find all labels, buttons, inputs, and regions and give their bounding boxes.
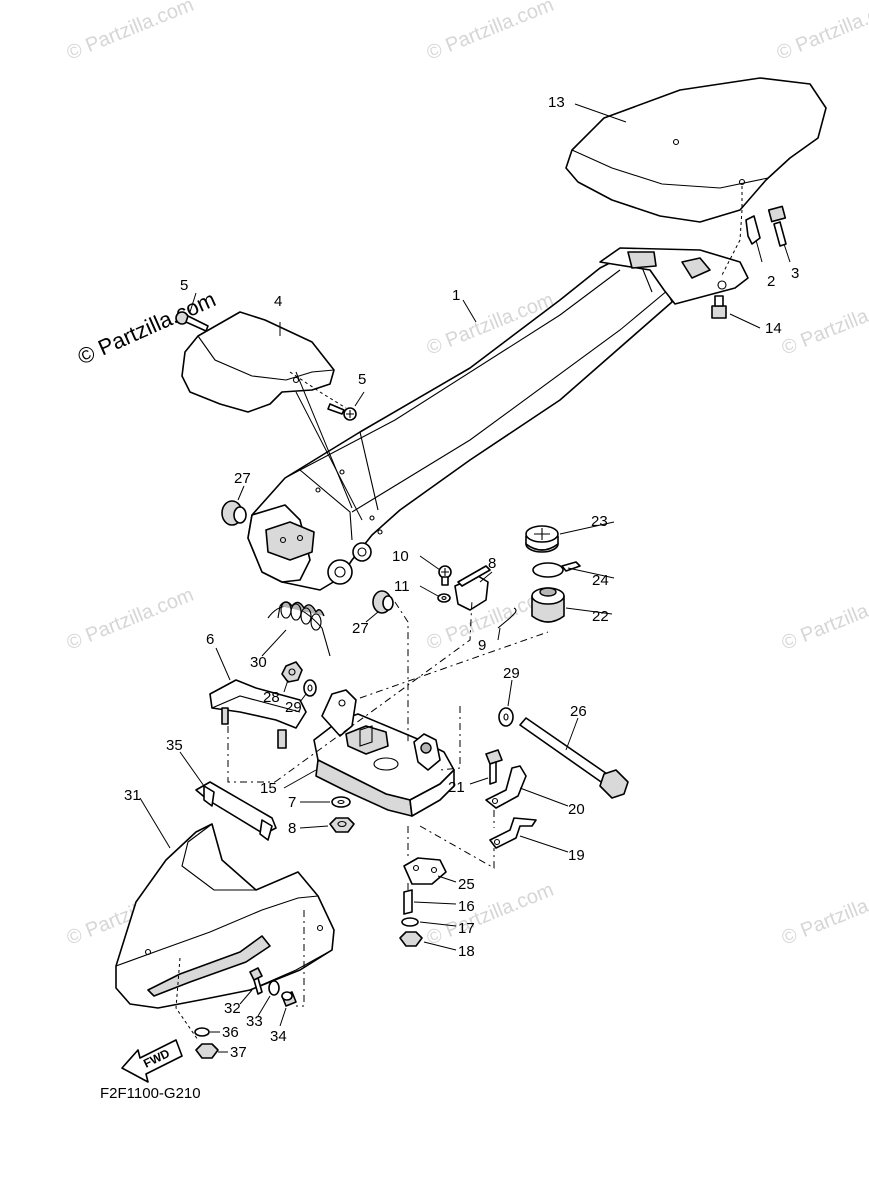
part-32-screw <box>249 967 263 995</box>
part-11-screw <box>438 565 452 586</box>
part-25-plate <box>403 857 447 885</box>
part-35-bracket <box>195 781 277 841</box>
part-16-stud <box>403 889 413 915</box>
callout-32: 32 <box>224 1000 241 1017</box>
part-13-pad <box>565 77 827 276</box>
part-5-screw-left <box>175 311 209 332</box>
callout-13: 13 <box>548 94 565 111</box>
watermark: © Partzilla.com <box>774 0 869 65</box>
watermark: © Partzilla.com <box>424 879 557 950</box>
callout-31: 31 <box>124 787 141 804</box>
part-1-handle-pole <box>247 247 749 591</box>
part-8-nut <box>329 817 355 833</box>
callout-8: 8 <box>288 820 296 837</box>
callout-23: 23 <box>591 513 608 530</box>
part-34-collar <box>281 991 297 1007</box>
callout-17: 17 <box>458 920 475 937</box>
callout-2: 2 <box>767 273 775 290</box>
callout-15: 15 <box>260 780 277 797</box>
watermark: © Partzilla.com <box>64 584 197 655</box>
callout-11: 10 <box>392 548 409 565</box>
callout-20: 20 <box>568 801 585 818</box>
drawing-code: F2F1100-G210 <box>100 1085 201 1102</box>
callouts: 13 2 3 14 1 4 5 5 27 23 24 22 10 11 8 9 … <box>124 94 799 1061</box>
part-27-bushing-upper <box>221 500 247 526</box>
part-31-cowl <box>115 823 335 1041</box>
callout-28: 28 <box>263 689 280 706</box>
callout-1: 1 <box>452 287 460 304</box>
callout-22: 22 <box>592 608 609 625</box>
part-5-screw-right <box>327 403 357 421</box>
callout-18: 18 <box>458 943 475 960</box>
part-22-rubber-mount <box>531 587 565 623</box>
callout-37: 37 <box>230 1044 247 1061</box>
part-26-bolt <box>519 717 629 799</box>
callout-30: 30 <box>250 654 267 671</box>
callout-5-left: 5 <box>180 277 188 294</box>
part-27-bushing-lower <box>372 590 394 614</box>
assembly-lines <box>274 599 549 1007</box>
part-24-band <box>532 561 581 578</box>
callout-10: 9 <box>478 637 486 654</box>
part-2-bracket <box>745 215 761 245</box>
watermark: © Partzilla.com <box>779 289 869 360</box>
watermark: © Partzilla.com <box>64 0 197 65</box>
part-17-washer <box>401 917 419 927</box>
leader-lines <box>139 103 791 1053</box>
part-33-washer <box>268 980 280 996</box>
watermark: © Partzilla.com <box>424 0 557 65</box>
callout-29-left: 29 <box>285 699 302 716</box>
watermark: © Partzilla.com <box>779 584 869 655</box>
part-18-nut <box>399 931 423 947</box>
callout-6: 6 <box>206 631 214 648</box>
part-21-bolt <box>485 749 503 785</box>
part-9-latch <box>454 565 491 611</box>
part-37-nut <box>195 1043 219 1059</box>
part-12-washer <box>437 593 451 603</box>
part-29-washer-left <box>303 679 317 697</box>
part-29-washer-right <box>498 707 514 727</box>
part-15-holder <box>313 689 455 817</box>
callout-12: 11 <box>394 578 410 595</box>
part-4-cover <box>181 311 347 413</box>
part-10-pin <box>497 607 517 629</box>
callout-25: 25 <box>458 876 475 893</box>
part-23-cap <box>525 525 559 553</box>
callout-4: 4 <box>274 293 282 310</box>
callout-19: 19 <box>568 847 585 864</box>
callout-36: 36 <box>222 1024 239 1041</box>
part-3-bolt <box>767 205 787 247</box>
part-7-washer <box>331 796 351 808</box>
callout-7: 7 <box>288 794 296 811</box>
part-28-nut <box>281 661 303 683</box>
callout-14: 14 <box>765 320 782 337</box>
callout-27-lower: 27 <box>352 620 369 637</box>
fwd-arrow-icon: FWD <box>121 1039 183 1083</box>
part-14-bolt <box>711 295 727 319</box>
callout-5-right: 5 <box>358 371 366 388</box>
callout-24: 24 <box>592 572 609 589</box>
callout-26: 26 <box>570 703 587 720</box>
callout-29-right: 29 <box>503 665 520 682</box>
part-36-washer <box>194 1027 210 1037</box>
part-30-spring <box>267 601 331 657</box>
part-19-clamp <box>489 817 537 849</box>
part-20-clamp <box>485 765 527 809</box>
callout-35: 35 <box>166 737 183 754</box>
callout-16: 16 <box>458 898 475 915</box>
watermark: © Partzilla.com <box>779 879 869 950</box>
callout-27-upper: 27 <box>234 470 251 487</box>
callout-33: 33 <box>246 1013 263 1030</box>
part-6-bracket <box>209 679 307 783</box>
callout-9: 8 <box>488 555 496 572</box>
callout-34: 34 <box>270 1028 287 1045</box>
callout-3: 3 <box>791 265 799 282</box>
callout-21: 21 <box>448 779 465 796</box>
